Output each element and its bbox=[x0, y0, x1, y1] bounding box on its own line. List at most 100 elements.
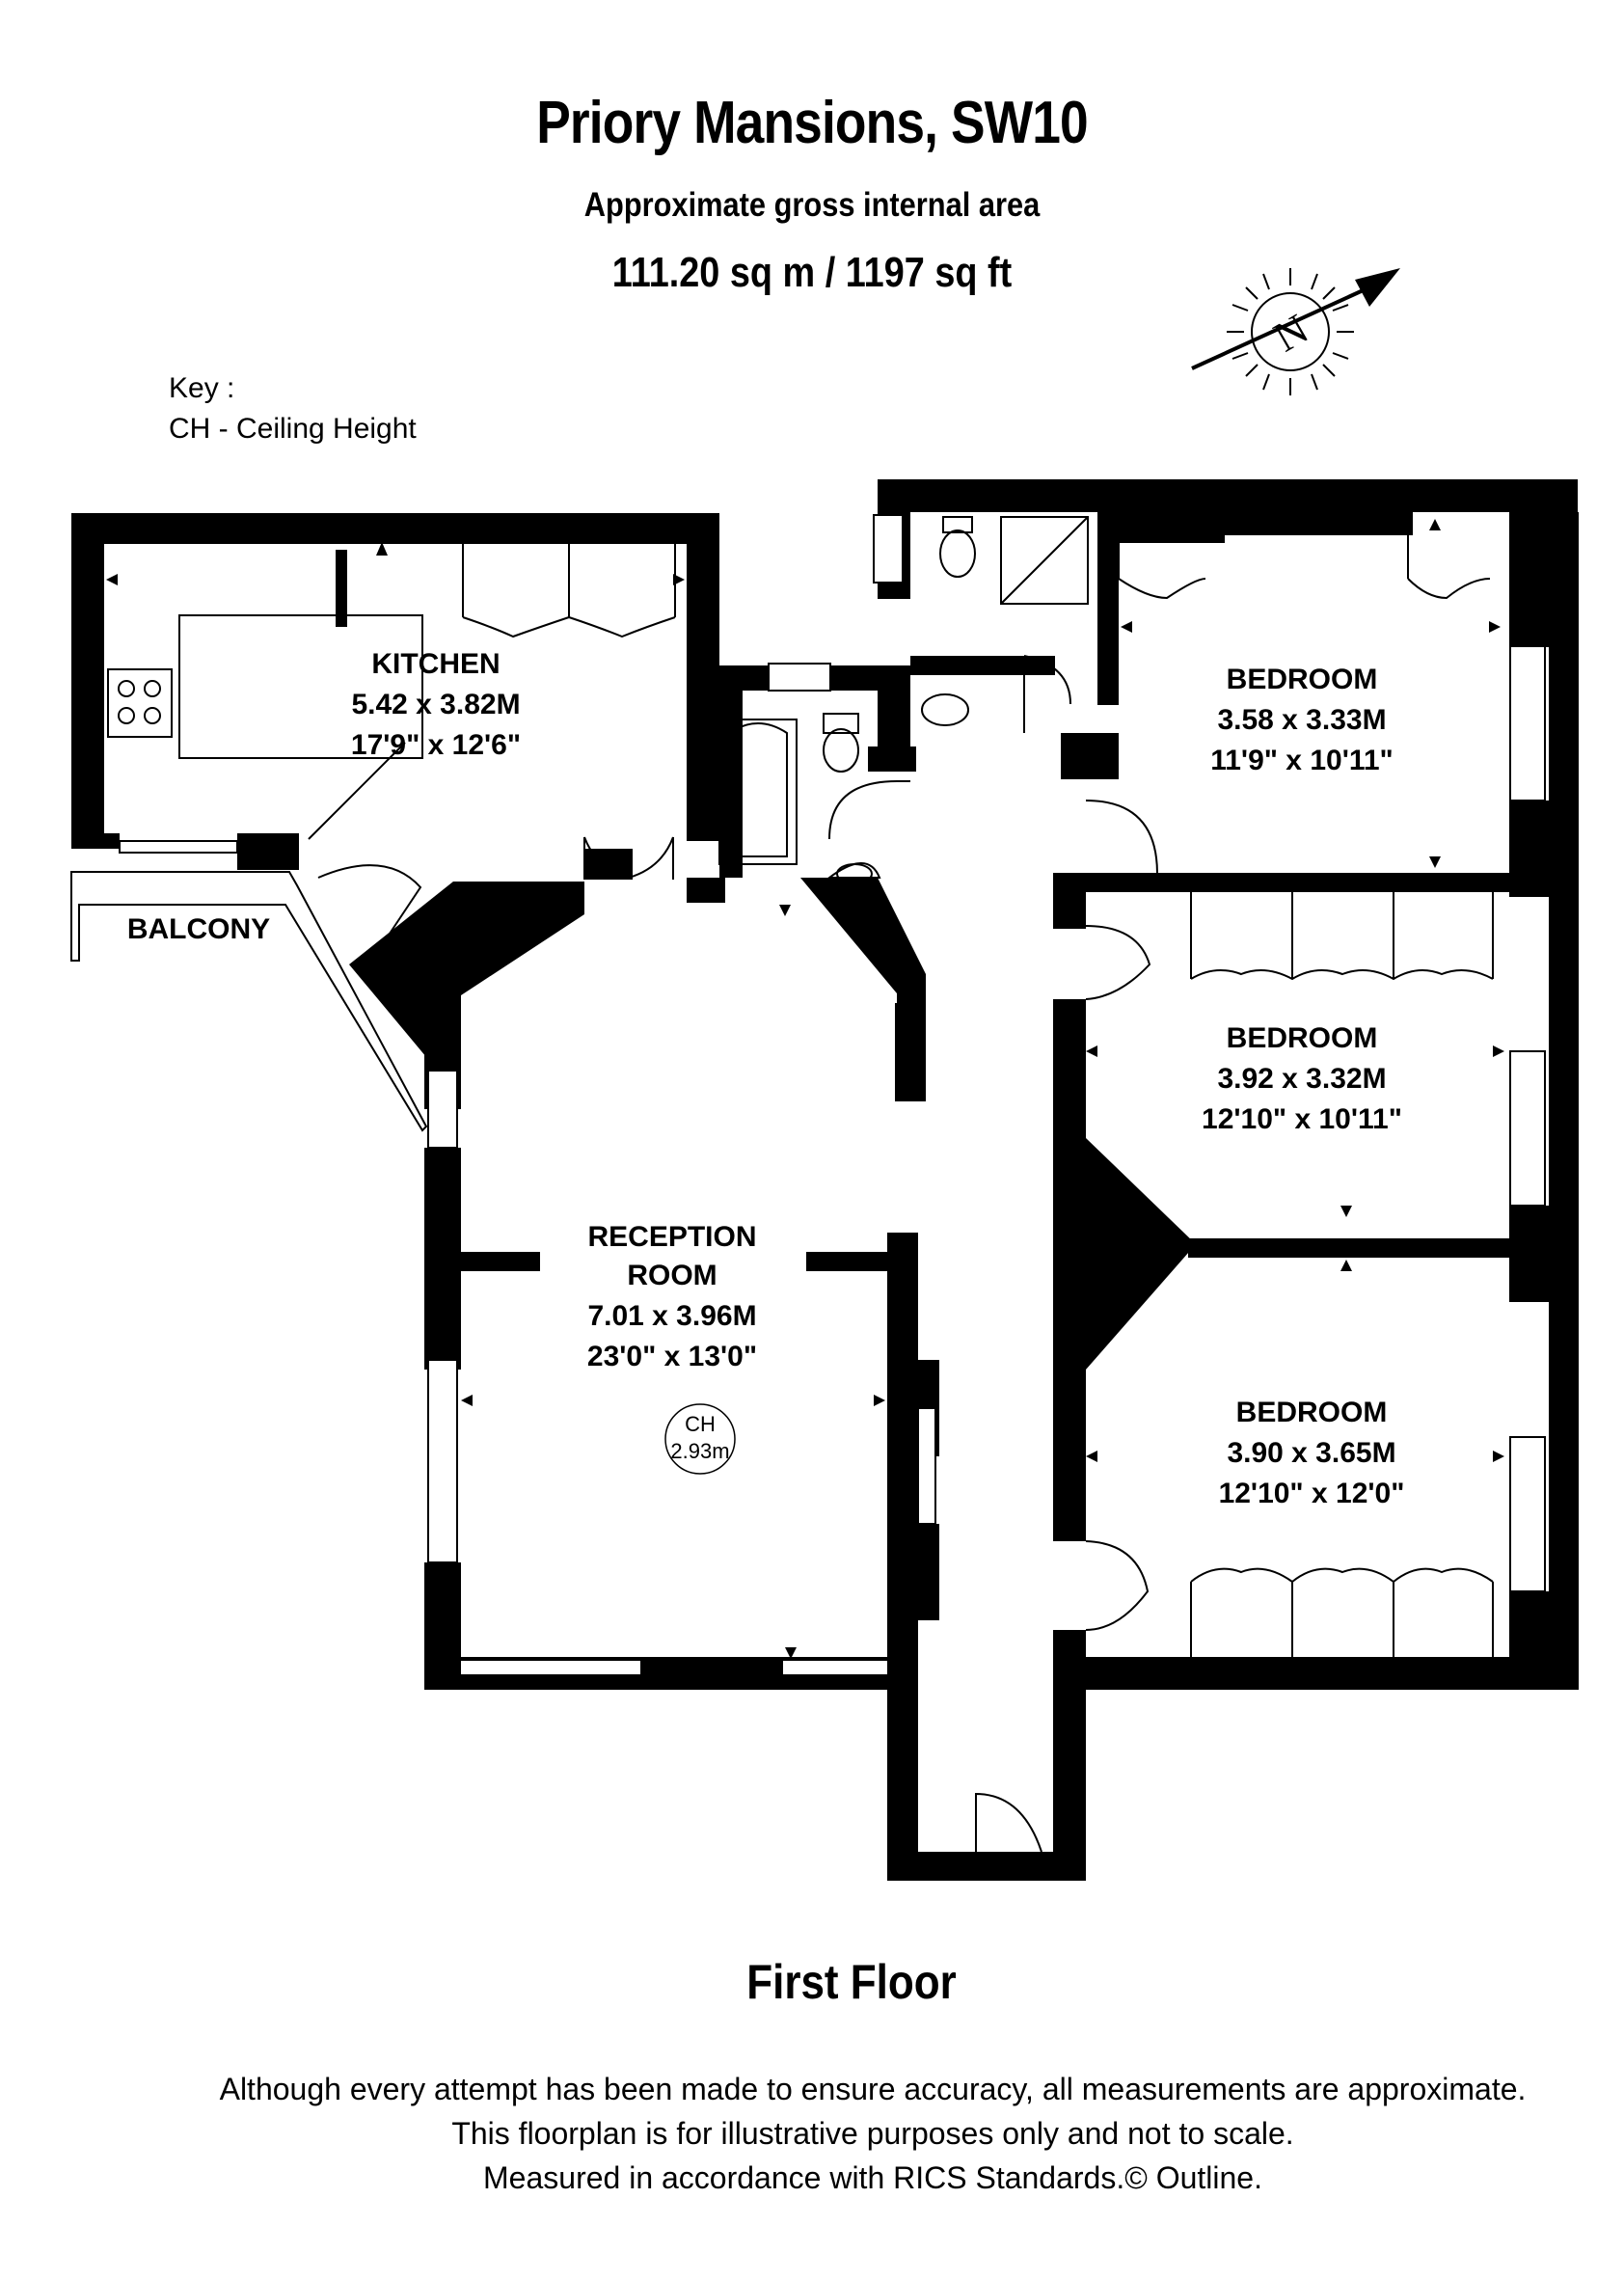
hob bbox=[107, 668, 173, 738]
wall bbox=[1119, 512, 1225, 543]
compass-ring bbox=[1251, 292, 1330, 371]
walls bbox=[71, 479, 1579, 1881]
balcony-rail bbox=[70, 871, 428, 1132]
wall bbox=[584, 849, 633, 880]
window bbox=[917, 1407, 936, 1525]
reception-imperial: 23'0" x 13'0" bbox=[587, 1341, 757, 1372]
ch-value: 2.93m bbox=[670, 1439, 729, 1463]
wall bbox=[878, 479, 1578, 512]
wall bbox=[910, 656, 1055, 675]
compass-rays bbox=[1227, 268, 1354, 395]
area-subtitle: Approximate gross internal area bbox=[583, 186, 1041, 224]
wall bbox=[1053, 1688, 1086, 1831]
floor-label: First Floor bbox=[746, 1955, 957, 2009]
dimension-arrow bbox=[1086, 1451, 1097, 1462]
wall bbox=[1188, 1238, 1564, 1258]
wall bbox=[918, 1524, 939, 1620]
bedroom3-imperial: 12'10" x 12'0" bbox=[1219, 1478, 1405, 1509]
wall bbox=[1097, 512, 1119, 705]
wall bbox=[687, 878, 725, 903]
dimension-arrow bbox=[1429, 856, 1441, 868]
wardrobe bbox=[1407, 535, 1491, 600]
wall bbox=[1549, 512, 1579, 1689]
dimension-arrow bbox=[874, 1395, 885, 1406]
kitchen-island bbox=[178, 614, 423, 759]
window bbox=[873, 514, 904, 584]
wall bbox=[71, 513, 104, 849]
window bbox=[119, 840, 238, 854]
wall bbox=[336, 550, 347, 627]
wall bbox=[800, 878, 926, 1022]
north-arrow-shaft bbox=[1191, 285, 1370, 370]
wardrobe-doors bbox=[1190, 1567, 1494, 1584]
window bbox=[1509, 1050, 1546, 1207]
kitchen-metric: 5.42 x 3.82M bbox=[351, 689, 520, 720]
hob-ring bbox=[144, 707, 161, 724]
wall bbox=[349, 882, 584, 1057]
key-legend: Key : CH - Ceiling Height bbox=[169, 368, 417, 449]
door-swing bbox=[1085, 800, 1158, 875]
basin-bowl bbox=[836, 863, 873, 884]
wall bbox=[1053, 1119, 1196, 1370]
ceiling-height-marker bbox=[664, 1403, 736, 1475]
bedroom1-imperial: 11'9" x 10'11" bbox=[1210, 745, 1394, 776]
wall bbox=[1053, 873, 1564, 892]
wall bbox=[1053, 999, 1086, 1120]
cupboard-doors bbox=[462, 615, 676, 638]
hob-ring bbox=[118, 680, 135, 697]
dimension-arrow bbox=[461, 1395, 473, 1406]
dimension-arrow bbox=[1493, 1451, 1504, 1462]
wall bbox=[1061, 733, 1119, 779]
wall bbox=[461, 1252, 540, 1271]
bedroom3-name: BEDROOM bbox=[1236, 1397, 1388, 1428]
north-arrow-icon bbox=[1355, 268, 1400, 307]
door-swing bbox=[975, 1792, 1042, 1853]
wall bbox=[806, 1252, 895, 1271]
wall bbox=[1225, 512, 1413, 535]
dimension-arrow bbox=[1493, 1045, 1504, 1057]
wall bbox=[104, 833, 120, 849]
door-line bbox=[308, 742, 406, 840]
shower-diagonal bbox=[1000, 516, 1089, 605]
wall bbox=[1053, 1813, 1086, 1881]
door-swing bbox=[317, 864, 422, 946]
dimension-arrow bbox=[1489, 621, 1501, 633]
dimension-arrow bbox=[1429, 519, 1441, 530]
hob-ring bbox=[144, 680, 161, 697]
reception-name-1: RECEPTION bbox=[587, 1221, 756, 1253]
hob-ring bbox=[118, 707, 135, 724]
room-labels: KITCHEN 5.42 x 3.82M 17'9" x 12'6" BALCO… bbox=[127, 648, 1405, 1509]
wardrobe-doors bbox=[1190, 969, 1494, 981]
door-swing bbox=[1023, 655, 1071, 733]
disclaimer-line-3: Measured in accordance with RICS Standar… bbox=[483, 2160, 1262, 2195]
wardrobe bbox=[1118, 543, 1206, 600]
disclaimer-line-1: Although every attempt has been made to … bbox=[219, 2072, 1527, 2106]
disclaimer-line-2: This floorplan is for illustrative purpo… bbox=[451, 2116, 1294, 2151]
key-heading: Key : bbox=[169, 372, 235, 404]
toilet-cistern bbox=[942, 516, 973, 533]
kitchen-imperial: 17'9" x 12'6" bbox=[351, 729, 521, 761]
dimension-arrow bbox=[1086, 1045, 1097, 1057]
dimension-arrows bbox=[106, 519, 1504, 1659]
toilet-bowl bbox=[939, 529, 976, 578]
dimension-arrow bbox=[376, 542, 388, 556]
wall bbox=[424, 1148, 461, 1350]
door-swing bbox=[1085, 925, 1151, 1000]
dimension-arrow bbox=[785, 1647, 797, 1659]
bedroom1-name: BEDROOM bbox=[1227, 664, 1378, 695]
bedroom1-metric: 3.58 x 3.33M bbox=[1217, 704, 1386, 736]
window bbox=[1509, 645, 1546, 801]
window bbox=[427, 1070, 458, 1149]
balcony-name: BALCONY bbox=[127, 913, 270, 945]
dimension-arrow bbox=[1121, 621, 1132, 633]
wall bbox=[237, 833, 299, 870]
basin bbox=[921, 693, 969, 726]
wall bbox=[719, 665, 743, 878]
shower-tray bbox=[1000, 516, 1089, 605]
wall bbox=[71, 513, 719, 544]
key-entry: CH - Ceiling Height bbox=[169, 413, 417, 445]
wall bbox=[1053, 1657, 1579, 1690]
wall bbox=[868, 746, 916, 772]
page-title: Priory Mansions, SW10 bbox=[536, 90, 1088, 156]
window bbox=[768, 663, 831, 692]
